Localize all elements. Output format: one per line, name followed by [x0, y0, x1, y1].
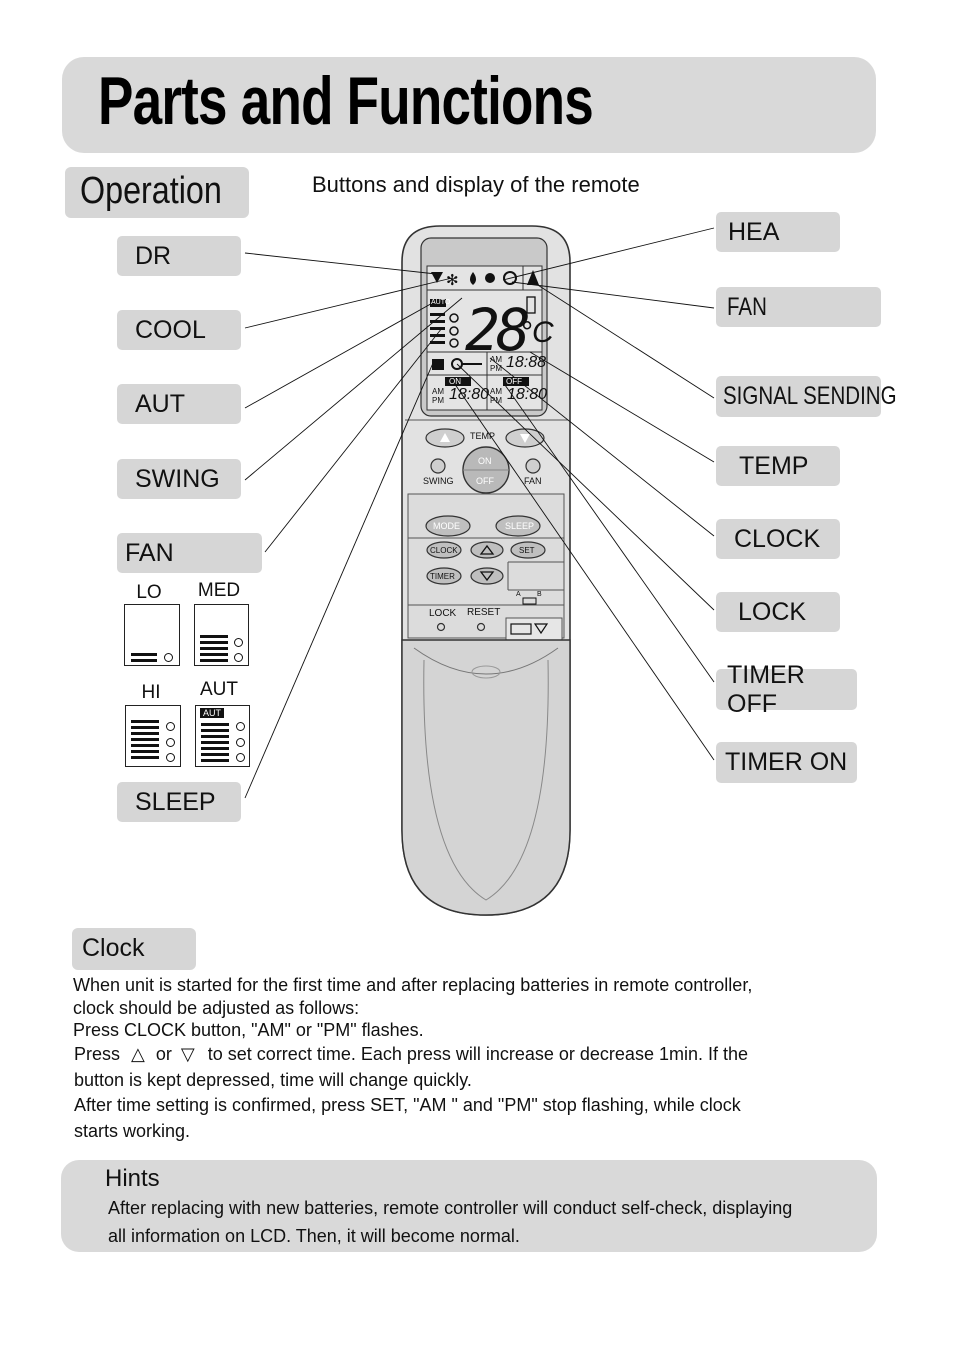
clock-line-5: button is kept depressed, time will chan…	[74, 1070, 472, 1090]
clock-line-7: starts working.	[74, 1121, 191, 1141]
hints-heading: Hints	[105, 1165, 160, 1192]
clock-heading: Clock	[82, 934, 145, 962]
power-on-label: ON	[478, 456, 492, 466]
operation-heading-box	[65, 167, 249, 218]
lcd-off-tag: OFF	[506, 377, 522, 386]
hints-band	[61, 1160, 877, 1252]
lcd-timer-on-value: 18:80	[449, 386, 490, 403]
fan-hi-label: HI	[141, 682, 161, 703]
hints-line-2: all information on LCD. Then, it will be…	[108, 1226, 520, 1246]
remote-cover	[401, 639, 571, 916]
label-timer-on: TIMER ON	[716, 742, 857, 783]
clock-line-3: Press CLOCK button, "AM" or "PM" flashes…	[73, 1020, 424, 1040]
up-triangle-icon: △	[131, 1044, 145, 1064]
down-triangle-icon: ▽	[180, 1044, 195, 1064]
operation-heading: Operation	[80, 170, 222, 212]
set-button-label: SET	[519, 546, 535, 555]
reset-button-label: RESET	[467, 607, 501, 618]
fan-aut-indicator: AUT	[195, 705, 250, 767]
off-tag-bg	[503, 377, 529, 386]
lock-button-label: LOCK	[429, 608, 457, 619]
fan-blade-icon	[166, 722, 175, 731]
lcd-mode-icons: ✻	[431, 270, 539, 289]
fan-med-label: MED	[197, 580, 241, 601]
lcd-temp-unit: °C	[520, 316, 554, 349]
swing-button-label: SWING	[423, 476, 454, 486]
title-band	[62, 57, 876, 153]
hints-body: After replacing with new batteries, remo…	[108, 1194, 792, 1250]
fan-lo-label: LO	[136, 582, 162, 603]
mode-button-label: MODE	[433, 521, 460, 531]
fan-blade-icon	[236, 753, 245, 762]
signal-icon	[527, 270, 539, 285]
label-cool: COOL	[117, 310, 241, 350]
dry-mode-icon	[431, 272, 443, 283]
lcd-timer-off-value: 18:80	[507, 386, 548, 403]
fan-mode-icon	[503, 271, 517, 285]
switch-a-label: A	[516, 591, 521, 598]
label-dry: DR	[117, 236, 241, 276]
power-off-label: OFF	[476, 476, 494, 486]
fan-aut-tag: AUT	[200, 708, 224, 718]
battery-icon	[526, 296, 536, 314]
temp-button-label: TEMP	[470, 431, 496, 441]
fan-button-label: FAN	[524, 476, 542, 486]
label-fan-mode: FAN	[716, 287, 881, 327]
fan-blade-icon	[236, 722, 245, 731]
clock-line-1: When unit is started for the first time …	[73, 975, 753, 995]
fan-blade-icon	[236, 738, 245, 747]
hints-line-1: After replacing with new batteries, remo…	[108, 1198, 793, 1218]
leader-lines	[244, 227, 715, 799]
label-fan: FAN	[117, 533, 262, 573]
label-clock: CLOCK	[716, 519, 840, 559]
timer-button-label: TIMER	[430, 572, 455, 581]
auto-tag-bg	[430, 299, 446, 307]
clock-button-label: CLOCK	[430, 546, 458, 555]
label-sleep: SLEEP	[117, 782, 241, 822]
label-timer-off: TIMER OFF	[716, 661, 857, 718]
fan-blade-icon	[166, 753, 175, 762]
cool-mode-icon: ✻	[446, 272, 459, 289]
label-heat: HEA	[716, 212, 840, 252]
fan-med-indicator	[194, 604, 249, 666]
lcd-clock-value: 18:88	[506, 354, 547, 371]
fan-blade-icon	[166, 738, 175, 747]
label-swing: SWING	[117, 459, 241, 499]
lcd-on-tag: ON	[449, 377, 461, 386]
sleep-button-label: SLEEP	[505, 521, 535, 531]
sleep-moon-icon	[432, 359, 444, 370]
fan-lo-indicator	[124, 604, 180, 666]
fan-blade-icon	[234, 638, 243, 647]
fan-hi-indicator	[125, 705, 181, 767]
page-title: Parts and Functions	[98, 63, 594, 139]
heat-sun-icon	[485, 273, 495, 283]
label-lock: LOCK	[716, 592, 840, 632]
lcd-auto-tag: AUTO	[431, 299, 451, 306]
clock-heading-box	[72, 928, 196, 970]
label-signal-sending: SIGNAL SENDING	[716, 376, 897, 417]
fan-aut-label: AUT	[200, 679, 238, 700]
clock-line-2: clock should be adjusted as follows:	[73, 998, 360, 1018]
switch-b-label: B	[537, 591, 542, 598]
fan-blade-icon	[234, 653, 243, 662]
water-drop-icon	[470, 272, 476, 285]
on-tag-bg	[445, 377, 471, 386]
remote-subtitle: Buttons and display of the remote	[312, 172, 640, 197]
fan-blade-icon	[164, 653, 173, 662]
battery-compartment-icon	[510, 623, 532, 635]
clock-line-4: Press △ or ▽ to set correct time. Each p…	[74, 1044, 749, 1064]
lcd-temperature: 28	[465, 296, 531, 364]
label-auto: AUT	[117, 384, 241, 424]
label-temp: TEMP	[716, 446, 840, 486]
clock-line-6: After time setting is confirmed, press S…	[74, 1095, 741, 1115]
